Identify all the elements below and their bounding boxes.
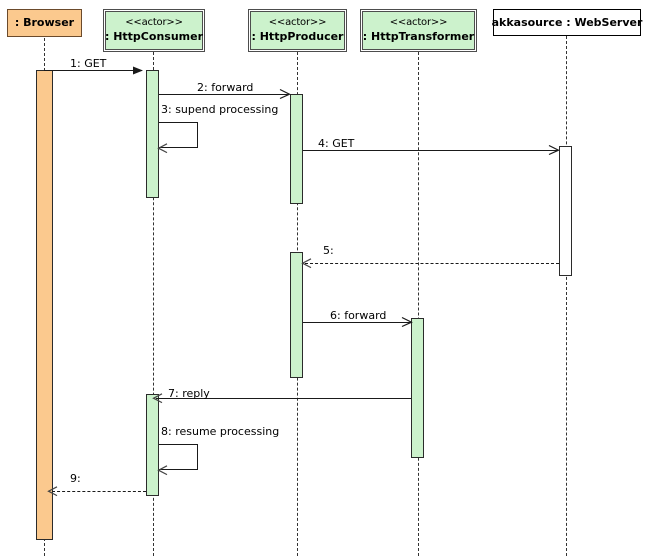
participant-httpproducer-stereotype: <<actor>>: [268, 17, 327, 29]
participant-httpproducer[interactable]: <<actor>> : HttpProducer: [248, 9, 347, 52]
message-8-selfloop[interactable]: [159, 444, 198, 470]
message-3-selfloop[interactable]: [159, 122, 198, 148]
message-3-arrowhead: [157, 143, 168, 154]
message-1-label: 1: GET: [70, 57, 107, 70]
message-3-label: 3: supend processing: [161, 103, 279, 116]
participant-httptransformer-stereotype: <<actor>>: [389, 17, 448, 29]
participant-browser-name: : Browser: [14, 16, 75, 30]
message-9-line[interactable]: [52, 491, 146, 492]
participant-webserver[interactable]: akkasource : WebServer: [491, 9, 643, 36]
participant-httpconsumer[interactable]: <<actor>> : HttpConsumer: [103, 9, 205, 52]
message-2-line[interactable]: [159, 94, 289, 95]
activation-browser: [36, 70, 53, 540]
activation-httpconsumer-1: [146, 70, 159, 198]
participant-browser[interactable]: : Browser: [7, 9, 82, 37]
activation-httpproducer-1: [290, 94, 303, 204]
message-2-arrowhead: [279, 88, 291, 100]
message-1-arrowhead: [133, 65, 143, 75]
participant-httptransformer[interactable]: <<actor>> : HttpTransformer: [360, 9, 477, 52]
activation-httpproducer-2: [290, 252, 303, 378]
message-5-label: 5:: [323, 244, 334, 257]
message-9-arrowhead: [47, 486, 58, 497]
message-8-arrowhead: [157, 465, 168, 476]
message-2-label: 2: forward: [197, 81, 254, 94]
message-5-arrowhead: [301, 258, 312, 269]
participant-httpconsumer-name: : HttpConsumer: [104, 29, 203, 43]
message-7-label: 7: reply: [168, 387, 210, 400]
participant-httpproducer-name: : HttpProducer: [251, 29, 344, 43]
message-6-line[interactable]: [303, 322, 411, 323]
participant-webserver-name: akkasource : WebServer: [491, 15, 643, 29]
message-5-line[interactable]: [305, 263, 559, 264]
message-4-line[interactable]: [303, 150, 558, 151]
lifeline-webserver: [566, 36, 567, 556]
message-7-arrowhead: [152, 393, 163, 404]
participant-httptransformer-name: : HttpTransformer: [362, 29, 475, 43]
activation-httptransformer: [411, 318, 424, 458]
activation-httpconsumer-2: [146, 394, 159, 496]
message-4-label: 4: GET: [318, 137, 355, 150]
lifeline-httptransformer: [418, 52, 419, 556]
participant-httpconsumer-stereotype: <<actor>>: [125, 17, 183, 29]
lifeline-httpconsumer: [153, 52, 154, 556]
message-6-arrowhead: [401, 316, 413, 328]
message-1-line[interactable]: [44, 70, 142, 71]
activation-webserver: [559, 146, 572, 276]
message-6-label: 6: forward: [330, 309, 387, 322]
message-9-label: 9:: [70, 472, 81, 485]
message-4-arrowhead: [548, 144, 560, 156]
message-8-label: 8: resume processing: [161, 425, 280, 438]
message-7-line[interactable]: [156, 398, 411, 399]
